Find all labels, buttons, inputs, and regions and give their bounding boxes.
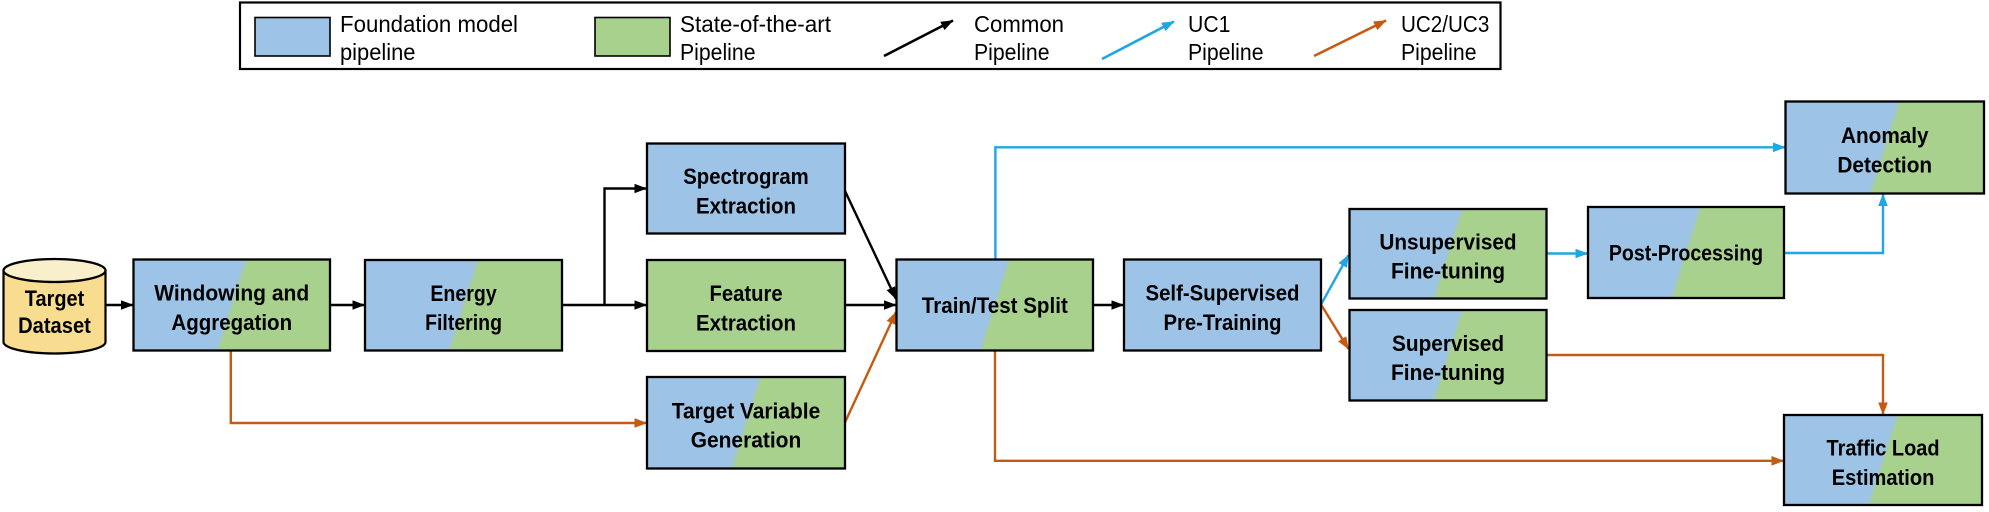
svg-text:Energy: Energy xyxy=(430,281,497,306)
svg-text:Extraction: Extraction xyxy=(696,193,796,218)
svg-text:Windowing and: Windowing and xyxy=(154,281,309,306)
svg-text:Pipeline: Pipeline xyxy=(974,39,1050,65)
svg-text:Common: Common xyxy=(974,11,1064,37)
svg-text:UC1: UC1 xyxy=(1188,11,1231,37)
svg-text:Pipeline: Pipeline xyxy=(1401,39,1477,65)
svg-text:Pipeline: Pipeline xyxy=(1188,39,1264,65)
svg-text:pipeline: pipeline xyxy=(340,39,416,65)
svg-text:Target: Target xyxy=(25,286,85,311)
svg-text:Target Variable: Target Variable xyxy=(672,398,820,423)
svg-text:Foundation model: Foundation model xyxy=(340,11,518,37)
svg-text:Self-Supervised: Self-Supervised xyxy=(1146,281,1300,306)
svg-text:Feature: Feature xyxy=(710,281,783,306)
svg-text:State-of-the-art: State-of-the-art xyxy=(680,11,832,37)
svg-text:Fine-tuning: Fine-tuning xyxy=(1391,360,1505,385)
svg-text:Dataset: Dataset xyxy=(18,313,91,338)
svg-text:Spectrogram: Spectrogram xyxy=(683,164,809,189)
svg-text:Anomaly: Anomaly xyxy=(1841,123,1929,148)
svg-text:Filtering: Filtering xyxy=(425,310,502,335)
svg-text:Aggregation: Aggregation xyxy=(171,310,292,335)
svg-text:Pipeline: Pipeline xyxy=(680,39,756,65)
svg-text:Detection: Detection xyxy=(1837,152,1932,177)
svg-text:Pre-Training: Pre-Training xyxy=(1164,310,1282,335)
svg-text:UC2/UC3: UC2/UC3 xyxy=(1401,11,1489,37)
svg-text:Traffic Load: Traffic Load xyxy=(1827,436,1940,461)
svg-text:Post-Processing: Post-Processing xyxy=(1609,241,1763,266)
svg-text:Generation: Generation xyxy=(691,428,802,453)
svg-text:Fine-tuning: Fine-tuning xyxy=(1391,259,1505,284)
svg-text:Supervised: Supervised xyxy=(1392,331,1504,356)
svg-text:Extraction: Extraction xyxy=(696,310,796,335)
svg-text:Unsupervised: Unsupervised xyxy=(1379,229,1516,254)
svg-text:Train/Test Split: Train/Test Split xyxy=(922,293,1068,318)
svg-text:Estimation: Estimation xyxy=(1832,465,1935,490)
